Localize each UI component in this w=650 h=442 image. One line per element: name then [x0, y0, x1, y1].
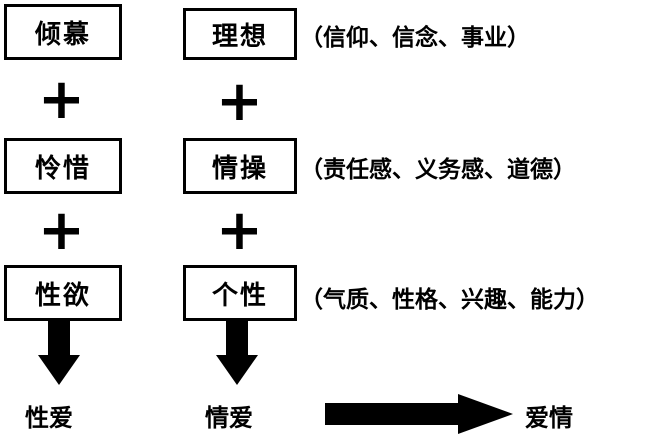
result-love: 爱情 [525, 404, 573, 432]
box-personality: 个性 [183, 265, 297, 321]
result-sexual-love: 性爱 [25, 404, 73, 432]
box-admiration: 倾慕 [4, 4, 122, 60]
plus-sign: + [38, 67, 85, 132]
note-ideal: （信仰、信念、事业） [300, 25, 530, 51]
down-arrow-head-icon [216, 355, 258, 385]
right-arrow-icon [325, 403, 460, 425]
box-desire: 性欲 [4, 265, 122, 321]
box-ideal: 理想 [183, 8, 297, 60]
box-pity: 怜惜 [4, 138, 122, 194]
right-arrow-head-icon [458, 394, 513, 434]
down-arrow-head-icon [38, 355, 80, 385]
box-sentiment: 情操 [183, 138, 297, 194]
result-affection: 情爱 [205, 404, 253, 432]
plus-sign: + [216, 69, 263, 134]
note-personality: （气质、性格、兴趣、能力） [300, 287, 599, 313]
plus-sign: + [38, 198, 85, 263]
down-arrow-icon [48, 321, 70, 357]
plus-sign: + [216, 198, 263, 263]
down-arrow-icon [226, 321, 248, 357]
note-sentiment: （责任感、义务感、道德） [300, 157, 576, 183]
